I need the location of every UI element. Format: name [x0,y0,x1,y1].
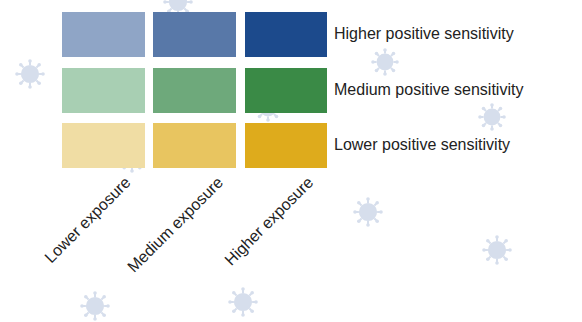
swatch [153,12,236,57]
legend-label: Higher positive sensitivity [334,24,514,43]
swatch [62,68,145,113]
virus-icon [371,48,399,76]
legend-label: Lower positive sensitivity [334,135,510,154]
virus-icon [80,291,110,321]
virus-icon [15,59,45,89]
virus-icon [478,103,506,131]
swatch [62,123,145,168]
virus-icon [353,197,383,227]
swatch [62,12,145,57]
swatch [153,123,236,168]
swatch [153,68,236,113]
axis-label: Lower exposure [41,173,135,267]
legend-label: Medium positive sensitivity [334,80,523,99]
legend-swatch [245,12,327,57]
legend-swatch [245,68,327,113]
axis-label: Medium exposure [123,173,226,276]
virus-icon [228,287,258,317]
virus-icon [482,235,512,265]
legend-swatch [245,123,327,168]
axis-label: Higher exposure [220,173,317,270]
